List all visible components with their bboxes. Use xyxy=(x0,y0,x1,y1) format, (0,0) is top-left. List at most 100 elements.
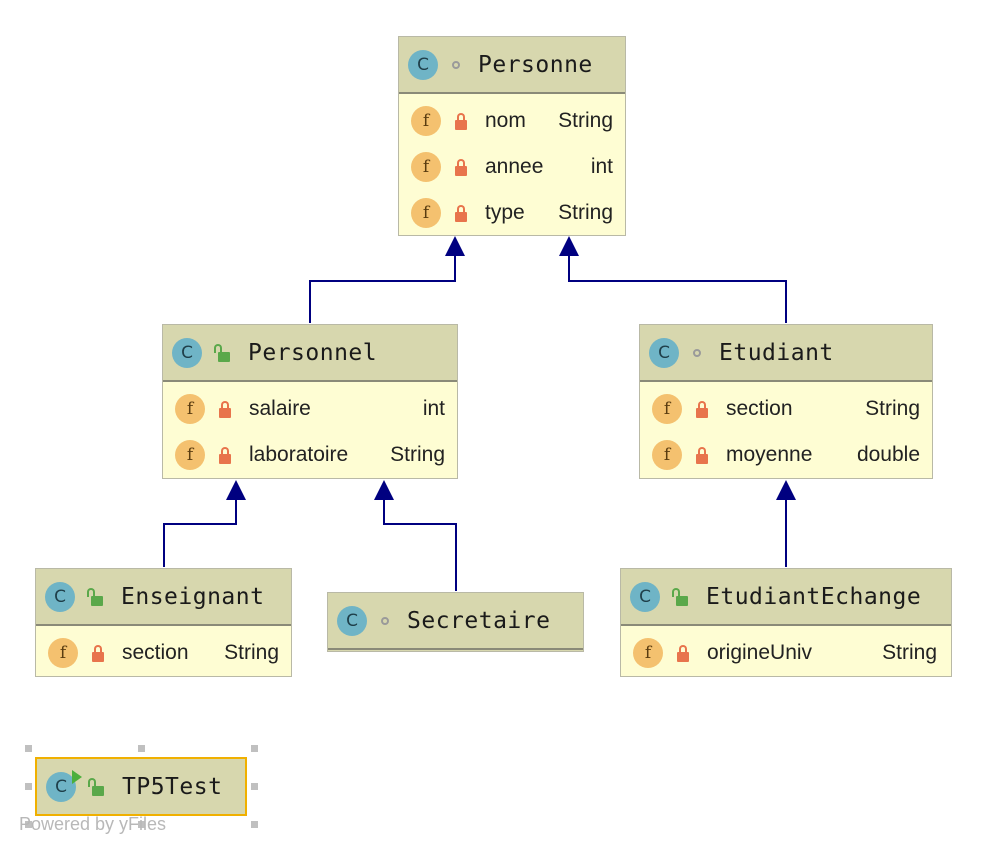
private-lock-icon xyxy=(696,400,708,418)
arrowhead-personnel-left xyxy=(226,480,246,500)
class-c-icon: C xyxy=(649,337,679,368)
class-name: Etudiant xyxy=(719,339,834,366)
private-lock-icon xyxy=(455,204,467,222)
class-header: C TP5Test xyxy=(37,759,245,814)
field-type: String xyxy=(882,641,937,664)
private-lock-icon xyxy=(696,446,708,464)
public-unlock-icon xyxy=(214,343,230,362)
private-lock-icon xyxy=(455,158,467,176)
field-f-icon: f xyxy=(633,638,663,668)
class-name: Enseignant xyxy=(121,583,265,610)
field-type: int xyxy=(422,397,445,420)
private-lock-icon xyxy=(219,400,231,418)
run-icon xyxy=(72,769,82,784)
class-c-icon: C xyxy=(337,605,367,636)
field-type: String xyxy=(558,109,613,132)
public-unlock-icon xyxy=(672,587,688,606)
field-f-icon: f xyxy=(652,440,682,470)
class-c-icon: C xyxy=(172,337,202,368)
class-c-icon: C xyxy=(630,581,660,612)
arrowhead-personnel-right xyxy=(374,480,394,500)
field-name: laboratoire xyxy=(249,443,349,466)
class-name: Personne xyxy=(478,51,593,78)
field-f-icon: f xyxy=(411,198,441,228)
field-f-icon: f xyxy=(411,106,441,136)
class-name: Personnel xyxy=(248,339,378,366)
field-f-icon: f xyxy=(175,440,205,470)
field-name: origineUniv xyxy=(707,641,813,664)
private-lock-icon xyxy=(219,446,231,464)
edge-secretaire-personnel xyxy=(383,497,457,591)
watermark: Powered by yFiles xyxy=(19,814,167,834)
field-row: f nom String xyxy=(399,98,625,144)
class-header: C Secretaire xyxy=(328,593,583,650)
package-private-dot-icon xyxy=(381,616,389,625)
field-row: f laboratoire String xyxy=(163,432,457,478)
class-header: C Etudiant xyxy=(640,325,932,382)
field-type: String xyxy=(865,397,920,420)
class-name: TP5Test xyxy=(122,773,223,800)
edge-enseignant-personnel xyxy=(163,497,237,567)
package-private-dot-icon xyxy=(452,60,460,69)
class-header: C Enseignant xyxy=(36,569,291,626)
resize-handle[interactable] xyxy=(251,745,258,752)
field-row: f section String xyxy=(36,630,291,676)
edge-etudiant-personne xyxy=(568,253,787,323)
field-f-icon: f xyxy=(652,394,682,424)
field-row: f annee int xyxy=(399,144,625,190)
resize-handle[interactable] xyxy=(25,821,32,828)
field-name: nom xyxy=(485,109,526,132)
field-type: int xyxy=(590,155,613,178)
resize-handle[interactable] xyxy=(138,745,145,752)
class-personnel[interactable]: C Personnel f salaire int f laboratoire … xyxy=(162,324,458,479)
package-private-dot-icon xyxy=(693,348,701,357)
field-name: type xyxy=(485,201,525,224)
field-name: moyenne xyxy=(726,443,813,466)
class-c-icon: C xyxy=(408,49,438,80)
field-name: annee xyxy=(485,155,544,178)
private-lock-icon xyxy=(677,644,689,662)
class-personne[interactable]: C Personne f nom String f annee int f ty… xyxy=(398,36,626,236)
field-type: double xyxy=(856,443,920,466)
arrowhead-etudiant xyxy=(776,480,796,500)
arrowhead-personne-right xyxy=(559,236,579,256)
field-name: salaire xyxy=(249,397,311,420)
field-f-icon: f xyxy=(411,152,441,182)
field-row: f salaire int xyxy=(163,386,457,432)
class-c-icon: C xyxy=(45,581,75,612)
class-header: C Personne xyxy=(399,37,625,94)
field-f-icon: f xyxy=(48,638,78,668)
class-c-icon: C xyxy=(46,769,82,802)
resize-handle[interactable] xyxy=(25,745,32,752)
class-header: C Personnel xyxy=(163,325,457,382)
field-name: section xyxy=(726,397,793,420)
resize-handle[interactable] xyxy=(251,783,258,790)
resize-handle[interactable] xyxy=(251,821,258,828)
field-row: f origineUniv String xyxy=(621,630,951,676)
field-type: String xyxy=(224,641,279,664)
public-unlock-icon xyxy=(87,587,103,606)
field-f-icon: f xyxy=(175,394,205,424)
private-lock-icon xyxy=(92,644,104,662)
class-etudiant[interactable]: C Etudiant f section String f moyenne do… xyxy=(639,324,933,479)
resize-handle[interactable] xyxy=(25,783,32,790)
resize-handle[interactable] xyxy=(138,821,145,828)
edge-personnel-personne xyxy=(309,253,456,323)
class-name: Secretaire xyxy=(407,607,551,634)
class-enseignant[interactable]: C Enseignant f section String xyxy=(35,568,292,677)
field-row: f type String xyxy=(399,190,625,236)
class-name: EtudiantEchange xyxy=(706,583,922,610)
field-row: f section String xyxy=(640,386,932,432)
public-unlock-icon xyxy=(88,777,104,796)
field-name: section xyxy=(122,641,189,664)
class-secretaire[interactable]: C Secretaire xyxy=(327,592,584,652)
field-type: String xyxy=(558,201,613,224)
field-row: f moyenne double xyxy=(640,432,932,478)
field-type: String xyxy=(390,443,445,466)
class-etudiant-echange[interactable]: C EtudiantEchange f origineUniv String xyxy=(620,568,952,677)
private-lock-icon xyxy=(455,112,467,130)
class-tp5test[interactable]: C TP5Test xyxy=(35,757,247,816)
arrowhead-personne-left xyxy=(445,236,465,256)
class-header: C EtudiantEchange xyxy=(621,569,951,626)
